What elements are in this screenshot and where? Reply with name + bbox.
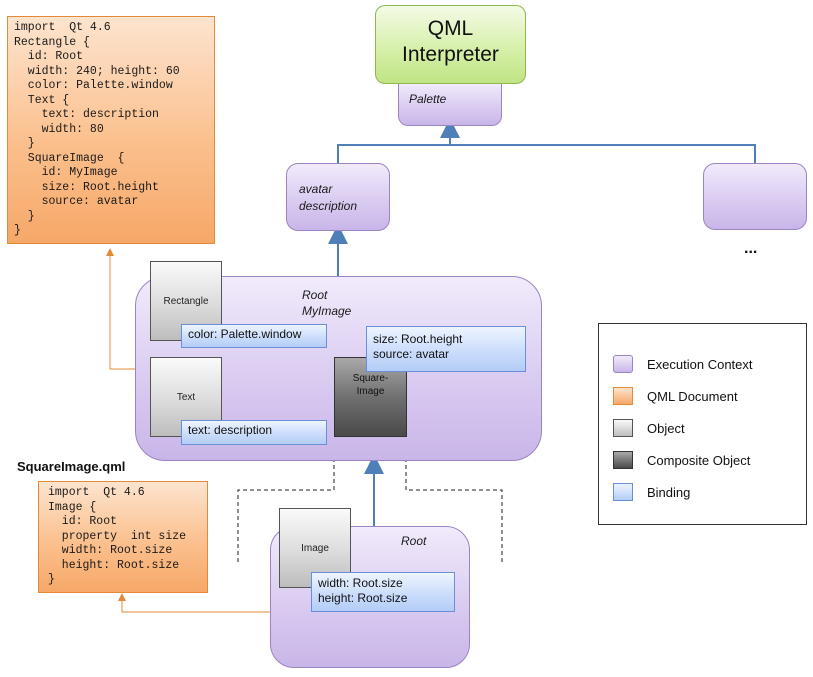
binding-text-text: text: description	[188, 423, 273, 437]
legend-swatch-composite-object	[613, 451, 633, 469]
binding-width-text: width: Root.size	[318, 576, 403, 590]
legend-item-composite-object: Composite Object	[613, 449, 750, 471]
main-document-code: import Qt 4.6 Rectangle { id: Root width…	[7, 16, 215, 244]
expansion-right	[405, 437, 503, 562]
image-root-label: Root	[401, 534, 427, 548]
legend-label-object: Object	[647, 420, 685, 436]
legend-item-binding: Binding	[613, 481, 690, 503]
binding-height-text: height: Root.size	[318, 591, 408, 605]
squareimage-document-code: import Qt 4.6 Image { id: Root property …	[38, 481, 208, 593]
binding-color: color: Palette.window	[181, 324, 327, 348]
legend-label-qml-document: QML Document	[647, 388, 738, 404]
palette-context: Palette	[398, 84, 502, 126]
legend-swatch-object	[613, 419, 633, 437]
sibling-context	[703, 163, 807, 230]
binding-text: text: description	[181, 420, 327, 445]
binding-width-height: width: Root.size height: Root.size	[311, 572, 455, 612]
more-contexts-ellipsis: ...	[744, 240, 758, 257]
squareimage-document-link	[118, 593, 270, 613]
binding-size-text: size: Root.height	[373, 332, 463, 346]
square-image-label-line1: Square-	[352, 373, 389, 384]
interpreter-title-line2: Interpreter	[402, 43, 499, 66]
binding-source-text: source: avatar	[373, 347, 450, 361]
binding-color-text: color: Palette.window	[188, 327, 302, 341]
legend-label-execution-context: Execution Context	[647, 356, 753, 372]
context-property-avatar: avatar	[299, 182, 333, 196]
legend-swatch-execution-context	[613, 355, 633, 373]
legend: Execution Context QML Document Object Co…	[598, 323, 807, 525]
id-myimage-label: MyImage	[302, 304, 352, 318]
legend-label-binding: Binding	[647, 484, 691, 500]
binding-size-source: size: Root.height source: avatar	[366, 326, 526, 372]
legend-item-qml-document: QML Document	[613, 385, 738, 407]
image-object: Image	[279, 508, 351, 588]
tree-connector	[337, 144, 756, 163]
id-root-label: Root	[302, 288, 328, 302]
qml-interpreter: QML Interpreter	[375, 5, 526, 84]
context-property-description: description	[299, 199, 358, 213]
palette-label: Palette	[409, 92, 447, 106]
avatar-description-context: avatar description	[286, 163, 390, 231]
text-object-label: Text	[176, 391, 196, 403]
legend-swatch-qml-document	[613, 387, 633, 405]
legend-swatch-binding	[613, 483, 633, 501]
legend-item-object: Object	[613, 417, 685, 439]
rectangle-label: Rectangle	[163, 295, 209, 307]
main-document-link	[106, 248, 136, 370]
interpreter-title-line1: QML	[427, 17, 474, 40]
legend-label-composite-object: Composite Object	[647, 452, 751, 468]
legend-item-execution-context: Execution Context	[613, 353, 753, 375]
squareimage-file-label: SquareImage.qml	[17, 459, 126, 474]
image-object-label: Image	[301, 542, 329, 554]
square-image-label-line2: Image	[356, 386, 385, 397]
expansion-left	[237, 437, 335, 562]
